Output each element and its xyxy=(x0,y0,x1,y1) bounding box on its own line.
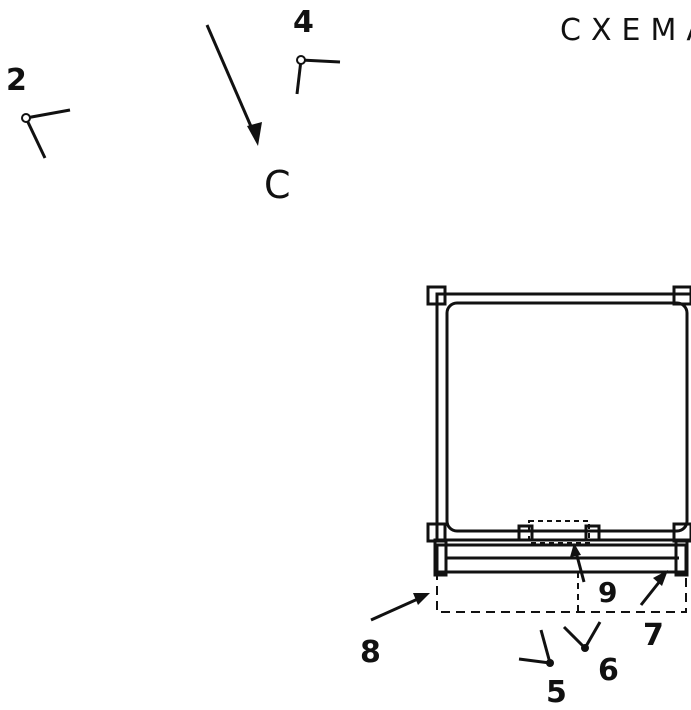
callout-7-arrowhead xyxy=(653,570,668,586)
doorway-dashed xyxy=(528,520,590,544)
marker-6-arm xyxy=(583,621,602,649)
marker-5: 5 xyxy=(518,629,567,710)
marker-5-dot xyxy=(546,659,554,667)
porch-post-right xyxy=(674,538,689,577)
north-arrow-head xyxy=(247,122,262,146)
north-arrow-letter: С xyxy=(264,163,291,207)
marker-4-arm xyxy=(300,58,341,64)
corner-post-top-left xyxy=(426,285,447,306)
marker-2-arm xyxy=(25,108,71,120)
marker-2-label: 2 xyxy=(6,63,27,98)
north-arrow: С xyxy=(205,24,291,207)
marker-2: 2 xyxy=(6,63,71,159)
north-arrow-shaft xyxy=(205,24,258,139)
marker-2-dot xyxy=(21,113,31,123)
marker-5-label: 5 xyxy=(546,675,567,710)
door-jamb-left xyxy=(517,524,534,542)
callout-9-arrowhead xyxy=(570,543,581,557)
callout-8-label: 8 xyxy=(360,635,381,670)
callout-9-line xyxy=(574,551,586,583)
marker-2-leg xyxy=(24,117,47,159)
building-plan xyxy=(426,285,691,613)
callout-8-line xyxy=(370,596,421,622)
marker-5-leg xyxy=(539,629,552,664)
callout-7-label: 7 xyxy=(643,618,664,653)
building-wall-outer xyxy=(435,292,691,542)
marker-4-label: 4 xyxy=(293,5,314,40)
porch-post-left xyxy=(433,538,448,577)
marker-6-dot xyxy=(581,644,589,652)
callout-8: 8 xyxy=(360,593,430,670)
corner-post-top-right xyxy=(672,285,691,306)
dashed-extension xyxy=(436,571,687,613)
callout-9: 9 xyxy=(570,543,617,609)
callout-8-arrowhead xyxy=(413,593,430,605)
marker-6-label: 6 xyxy=(598,653,619,688)
marker-4: 4 xyxy=(293,5,341,95)
callout-7: 7 xyxy=(639,570,668,653)
marker-4-dot xyxy=(296,55,306,65)
marker-6: 6 xyxy=(562,621,619,688)
marker-5-arm xyxy=(518,657,551,665)
marker-6-leg xyxy=(562,625,587,650)
marker-4-leg xyxy=(295,59,303,95)
scheme-title: СХЕМА xyxy=(560,13,691,48)
door-jamb-right xyxy=(584,524,601,542)
callout-9-label: 9 xyxy=(598,576,617,609)
building-wall-inner xyxy=(445,301,689,533)
